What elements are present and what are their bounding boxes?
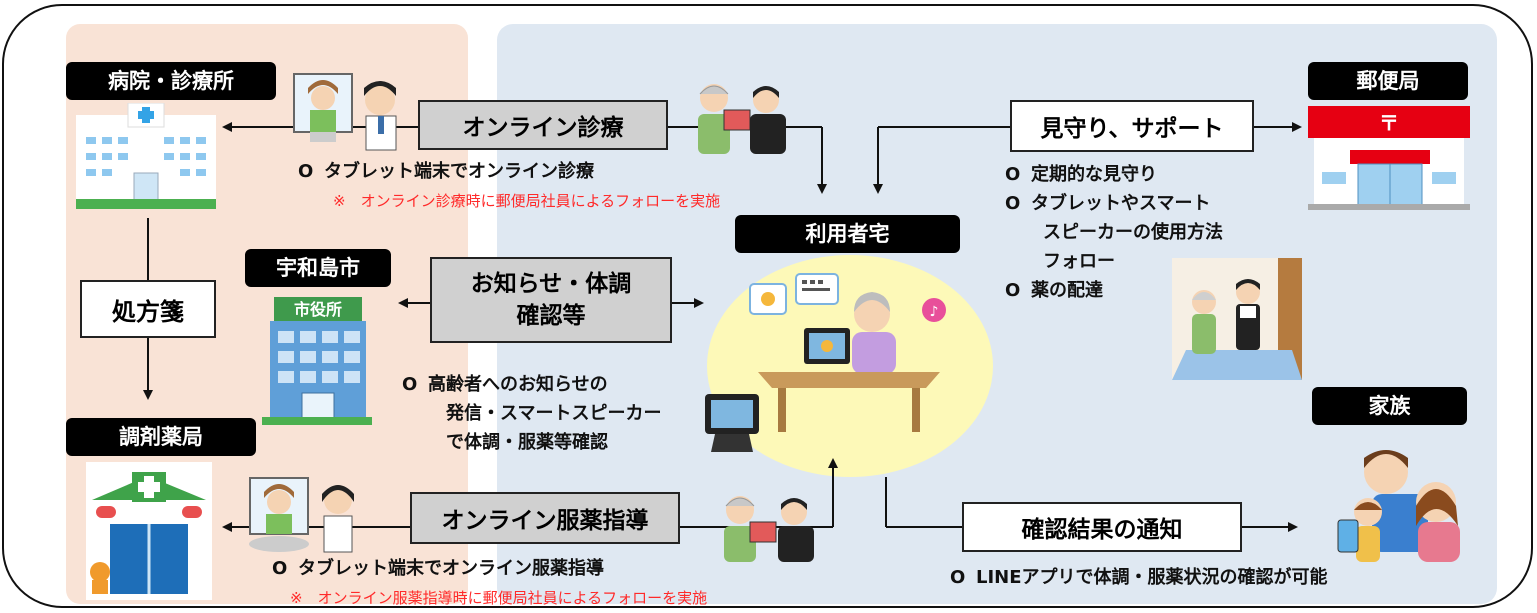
- family-icon: [1337, 450, 1460, 562]
- online-medication-box: オンライン服薬指導: [410, 492, 680, 544]
- pharmacy-icon: [86, 462, 212, 600]
- watch-support-box: 見守り、サポート: [1010, 100, 1254, 152]
- medication-follow-note: ※ オンライン服薬指導時に郵便局社員によるフォローを実施: [290, 589, 708, 607]
- notice-box-line1: お知らせ・体調: [470, 271, 632, 297]
- doctor-monitor-icon: [293, 73, 397, 151]
- post-office-tag: 郵便局: [1308, 62, 1468, 100]
- bullet-mark: O: [402, 374, 418, 395]
- support-list: O 定期的な見守り O タブレットやスマート スピーカーの使用方法 フォロー O 薬の…: [1005, 160, 1223, 305]
- bullet-mark: O: [950, 567, 966, 588]
- elderly-line3: で体調・服薬等確認: [446, 432, 608, 453]
- city-hall-icon: 市役所: [262, 297, 372, 425]
- elderly-line1: 高齢者へのお知らせの: [428, 374, 608, 395]
- support-item-2-line2: スピーカーの使用方法: [1043, 222, 1223, 243]
- tablet-medication-label: タブレット端末でオンライン服薬指導: [298, 558, 604, 579]
- svg-text:♪: ♪: [930, 304, 939, 320]
- notice-box: お知らせ・体調 確認等: [430, 257, 672, 343]
- support-item-3: 薬の配達: [1031, 280, 1103, 301]
- pharmacist-monitor-icon: [249, 477, 354, 553]
- hospital-icon: [76, 103, 216, 209]
- prescription-box: 処方箋: [80, 280, 216, 338]
- elderly-line2: 発信・スマートスピーカー: [446, 403, 662, 424]
- support-item-2-line1: タブレットやスマート: [1031, 193, 1211, 214]
- home-tag: 利用者宅: [735, 215, 960, 253]
- line-app-label: LINEアプリで体調・服薬状況の確認が可能: [976, 567, 1328, 588]
- city-hall-sign: 市役所: [294, 300, 342, 319]
- post-office-icon: 〒: [1308, 106, 1470, 210]
- bullet-mark: O: [272, 558, 288, 579]
- hospital-tag: 病院・診療所: [66, 62, 276, 100]
- bullet-mark: O: [298, 161, 314, 182]
- family-tag: 家族: [1312, 387, 1467, 425]
- online-diagnosis-box: オンライン診療: [418, 100, 668, 150]
- support-item-2-line3: フォロー: [1043, 251, 1115, 272]
- notice-box-line2: 確認等: [516, 303, 586, 329]
- line-app-text: O LINEアプリで体調・服薬状況の確認が可能: [950, 566, 1328, 590]
- elderly-helper-icon: [724, 496, 814, 562]
- pharmacy-tag: 調剤薬局: [66, 418, 256, 456]
- diagnosis-follow-note: ※ オンライン診療時に郵便局社員によるフォローを実施: [333, 192, 721, 210]
- bullet-mark: O: [1005, 280, 1021, 301]
- smart-speaker-icon: [705, 394, 759, 452]
- bullet-mark: O: [1005, 193, 1021, 214]
- elderly-helper-icon: [698, 84, 786, 154]
- uwajima-tag: 宇和島市: [245, 249, 391, 287]
- tablet-diagnosis-label: タブレット端末でオンライン診療: [324, 161, 594, 182]
- svg-text:〒: 〒: [1379, 111, 1399, 135]
- tablet-diagnosis-text: O タブレット端末でオンライン診療: [298, 160, 594, 184]
- elderly-notice-text: O 高齢者へのお知らせの 発信・スマートスピーカー で体調・服薬等確認: [402, 370, 661, 457]
- bullet-mark: O: [1005, 164, 1021, 185]
- home-scene-icon: ♪: [749, 273, 946, 432]
- result-notice-box: 確認結果の通知: [962, 502, 1242, 552]
- support-item-1: 定期的な見守り: [1031, 164, 1157, 185]
- tablet-medication-text: O タブレット端末でオンライン服薬指導: [272, 557, 604, 581]
- postman-visit-icon: [1172, 258, 1302, 380]
